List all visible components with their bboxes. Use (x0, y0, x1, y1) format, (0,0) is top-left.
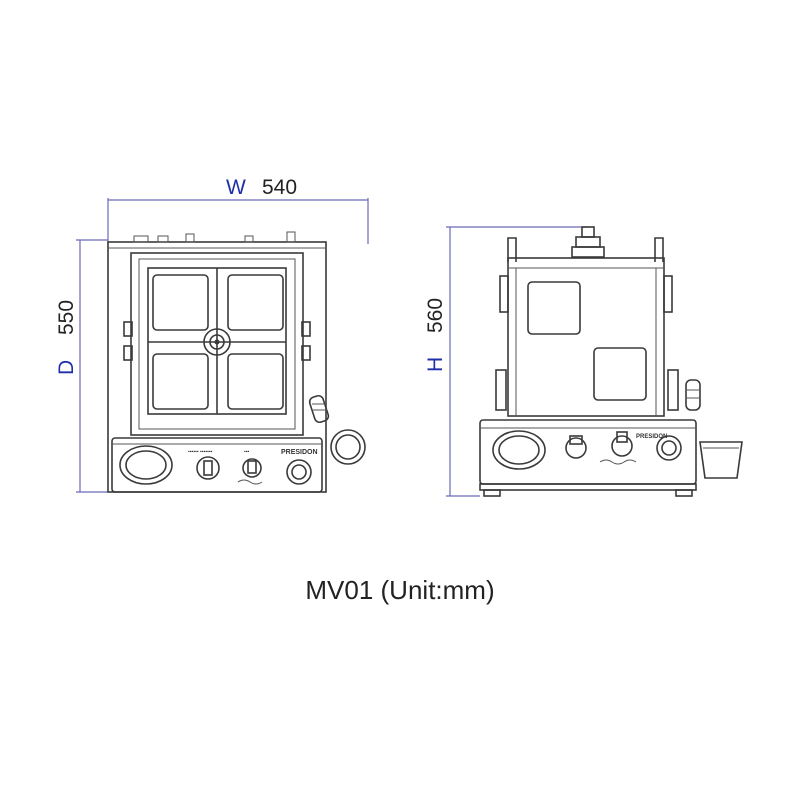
side-window-lower (593, 347, 647, 401)
window-top-right (227, 274, 284, 331)
panel-dial (119, 445, 173, 485)
svg-text:▪▪▪▪▪▪ ▪▪▪▪▪▪▪: ▪▪▪▪▪▪ ▪▪▪▪▪▪▪ (188, 449, 213, 455)
top-valve (581, 226, 595, 238)
side-cup (699, 441, 743, 479)
width-dimension: W 540 (107, 176, 369, 244)
window-bottom-right (227, 353, 284, 410)
side-pipe (685, 379, 701, 411)
side-base (479, 483, 697, 491)
width-value: 540 (262, 176, 297, 199)
side-view: H 560 (424, 226, 743, 497)
depth-letter: D (55, 360, 78, 375)
depth-value: 550 (55, 300, 78, 335)
width-letter: W (226, 176, 246, 199)
panel-power-knob (286, 459, 312, 485)
height-value: 560 (424, 298, 447, 333)
panel-knob-2 (242, 458, 262, 478)
window-top-left (152, 274, 209, 331)
panel-knob-1 (196, 456, 220, 480)
height-letter: H (424, 357, 447, 372)
center-knob (203, 328, 231, 356)
handle-left (507, 237, 517, 262)
height-dimension: H 560 (424, 226, 588, 497)
side-knob-2 (611, 435, 633, 457)
drawing-caption: MV01 (Unit:mm) (305, 575, 495, 605)
top-view: W 540 D 550 (55, 176, 369, 493)
side-dial (492, 430, 546, 470)
handle-right (654, 237, 664, 262)
side-knob-1 (565, 437, 587, 459)
side-power-knob (656, 435, 682, 461)
window-bottom-left (152, 353, 209, 410)
side-chamber (507, 257, 665, 417)
svg-text:▪▪▪: ▪▪▪ (244, 449, 250, 455)
chamber-frame (130, 252, 304, 436)
depth-dimension: D 550 (55, 239, 108, 493)
side-brand-label: PRESIDON (636, 434, 667, 440)
side-window-upper (527, 281, 581, 335)
top-control-panel (111, 437, 323, 493)
top-brand-label: PRESIDON (281, 449, 318, 456)
side-gauge (330, 429, 366, 465)
